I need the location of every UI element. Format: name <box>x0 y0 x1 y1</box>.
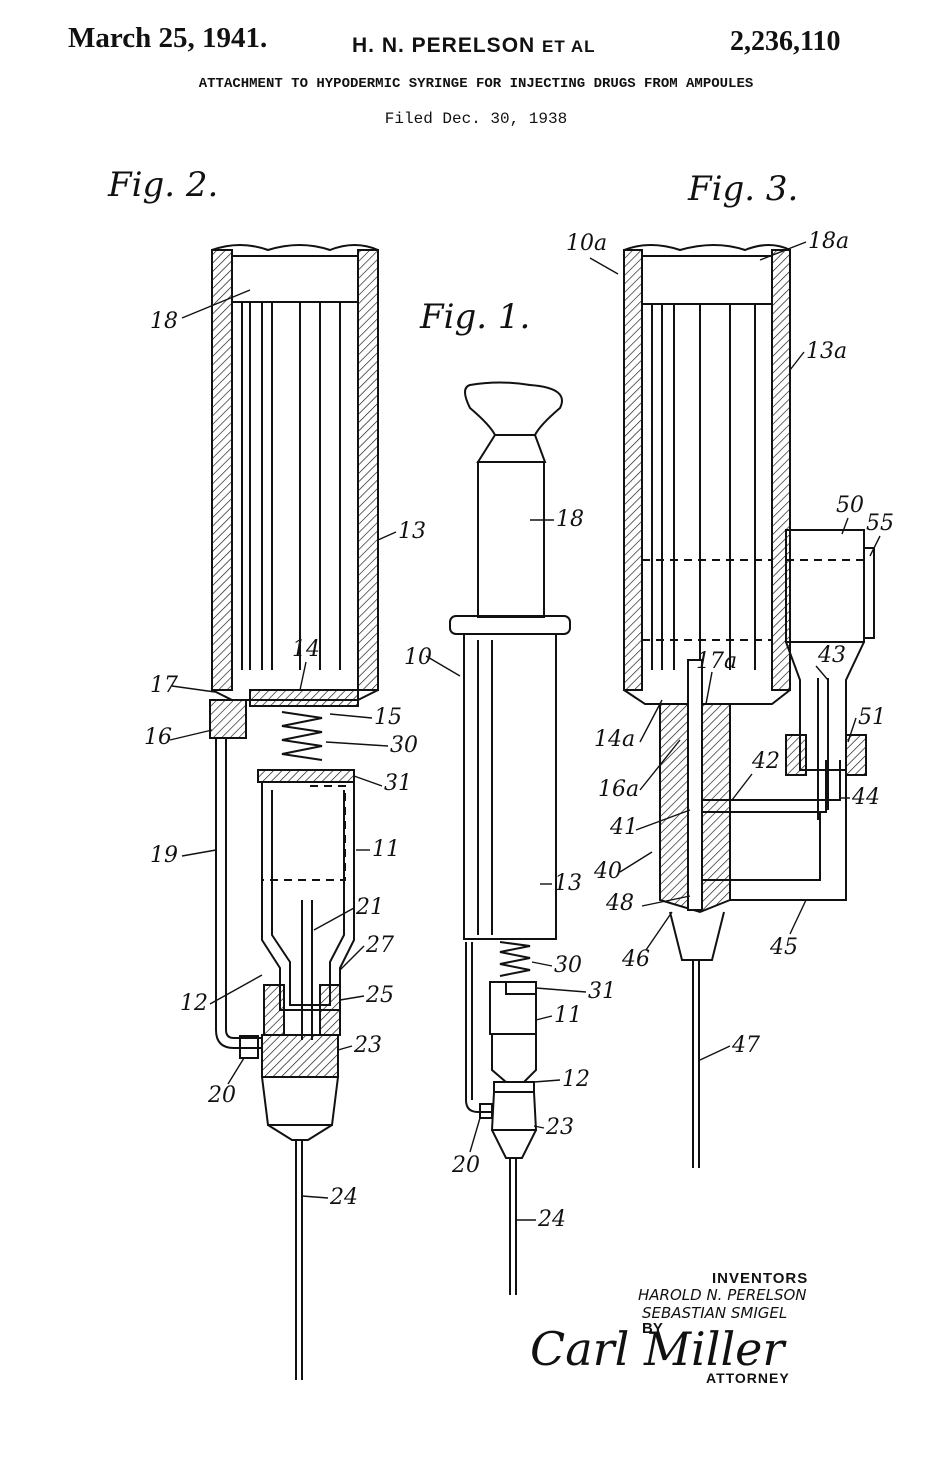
label-18: 18 <box>150 309 178 334</box>
label-48: 48 <box>605 891 634 916</box>
inventor-heading: H. N. PERELSON ET AL <box>352 34 596 58</box>
inventors-heading: INVENTORS <box>712 1270 809 1287</box>
patent-title: ATTACHMENT TO HYPODERMIC SYRINGE FOR INJ… <box>198 76 754 92</box>
label-19: 19 <box>150 843 178 868</box>
fig3-labels: 10a 18a 13a 50 55 43 17a 51 14a 42 16a 4… <box>566 229 894 1058</box>
label-12: 12 <box>562 1067 590 1092</box>
label-25: 25 <box>365 983 394 1008</box>
label-30: 30 <box>390 733 418 758</box>
figure-1-drawing <box>449 381 571 1295</box>
label-31: 31 <box>384 771 412 796</box>
label-23: 23 <box>545 1115 574 1140</box>
fig2-labels: 18 13 14 17 15 16 30 31 19 11 21 27 12 2… <box>144 309 426 1210</box>
label-20: 20 <box>207 1083 236 1108</box>
label-11: 11 <box>554 1003 582 1028</box>
label-20: 20 <box>451 1153 480 1178</box>
label-55: 55 <box>866 511 894 536</box>
label-14: 14 <box>292 637 320 662</box>
fig1-title: Fig. 1. <box>419 297 530 337</box>
label-13: 13 <box>398 519 426 544</box>
label-16a: 16a <box>598 777 639 802</box>
by-label: BY <box>642 1320 663 1337</box>
figure-2-drawing <box>209 244 379 1380</box>
label-14a: 14a <box>594 727 635 752</box>
attorney-label: ATTORNEY <box>706 1370 790 1386</box>
label-17a: 17a <box>696 649 737 674</box>
label-27: 27 <box>365 933 394 958</box>
label-17: 17 <box>150 673 178 698</box>
inventor-1: HAROLD N. PERELSON <box>638 1286 807 1304</box>
label-44: 44 <box>851 785 880 810</box>
label-45: 45 <box>769 935 798 960</box>
label-13: 13 <box>554 871 582 896</box>
label-10a: 10a <box>566 231 607 256</box>
et-al: ET AL <box>542 37 596 56</box>
label-42: 42 <box>751 749 780 774</box>
figure-3-drawing <box>623 244 875 1168</box>
fig1-labels: 18 10 13 30 31 11 12 23 20 24 <box>404 507 616 1232</box>
label-15: 15 <box>374 705 402 730</box>
patent-date: March 25, 1941. <box>68 22 268 54</box>
label-24: 24 <box>329 1185 358 1210</box>
patent-number: 2,236,110 <box>730 26 841 57</box>
label-12: 12 <box>180 991 208 1016</box>
leader-lines <box>169 241 881 1221</box>
label-40: 40 <box>593 859 622 884</box>
label-51: 51 <box>858 705 886 730</box>
label-47: 47 <box>731 1033 760 1058</box>
label-50: 50 <box>836 493 864 518</box>
inventor-2: SEBASTIAN SMIGEL <box>642 1304 788 1322</box>
label-43: 43 <box>817 643 846 668</box>
fig2-title: Fig. 2. <box>107 165 218 205</box>
label-24: 24 <box>537 1207 566 1232</box>
label-31: 31 <box>588 979 616 1004</box>
label-30: 30 <box>554 953 582 978</box>
label-18: 18 <box>556 507 584 532</box>
label-21: 21 <box>355 895 384 920</box>
attorney-signature: Carl Miller <box>530 1322 785 1376</box>
label-23: 23 <box>353 1033 382 1058</box>
label-11: 11 <box>372 837 400 862</box>
filed-date: Filed Dec. 30, 1938 <box>384 110 568 128</box>
label-46: 46 <box>621 947 650 972</box>
label-13a: 13a <box>806 339 847 364</box>
label-41: 41 <box>609 815 638 840</box>
fig3-title: Fig. 3. <box>687 169 798 209</box>
label-18a: 18a <box>808 229 849 254</box>
inventor-names: H. N. PERELSON <box>352 34 536 57</box>
label-16: 16 <box>144 725 172 750</box>
